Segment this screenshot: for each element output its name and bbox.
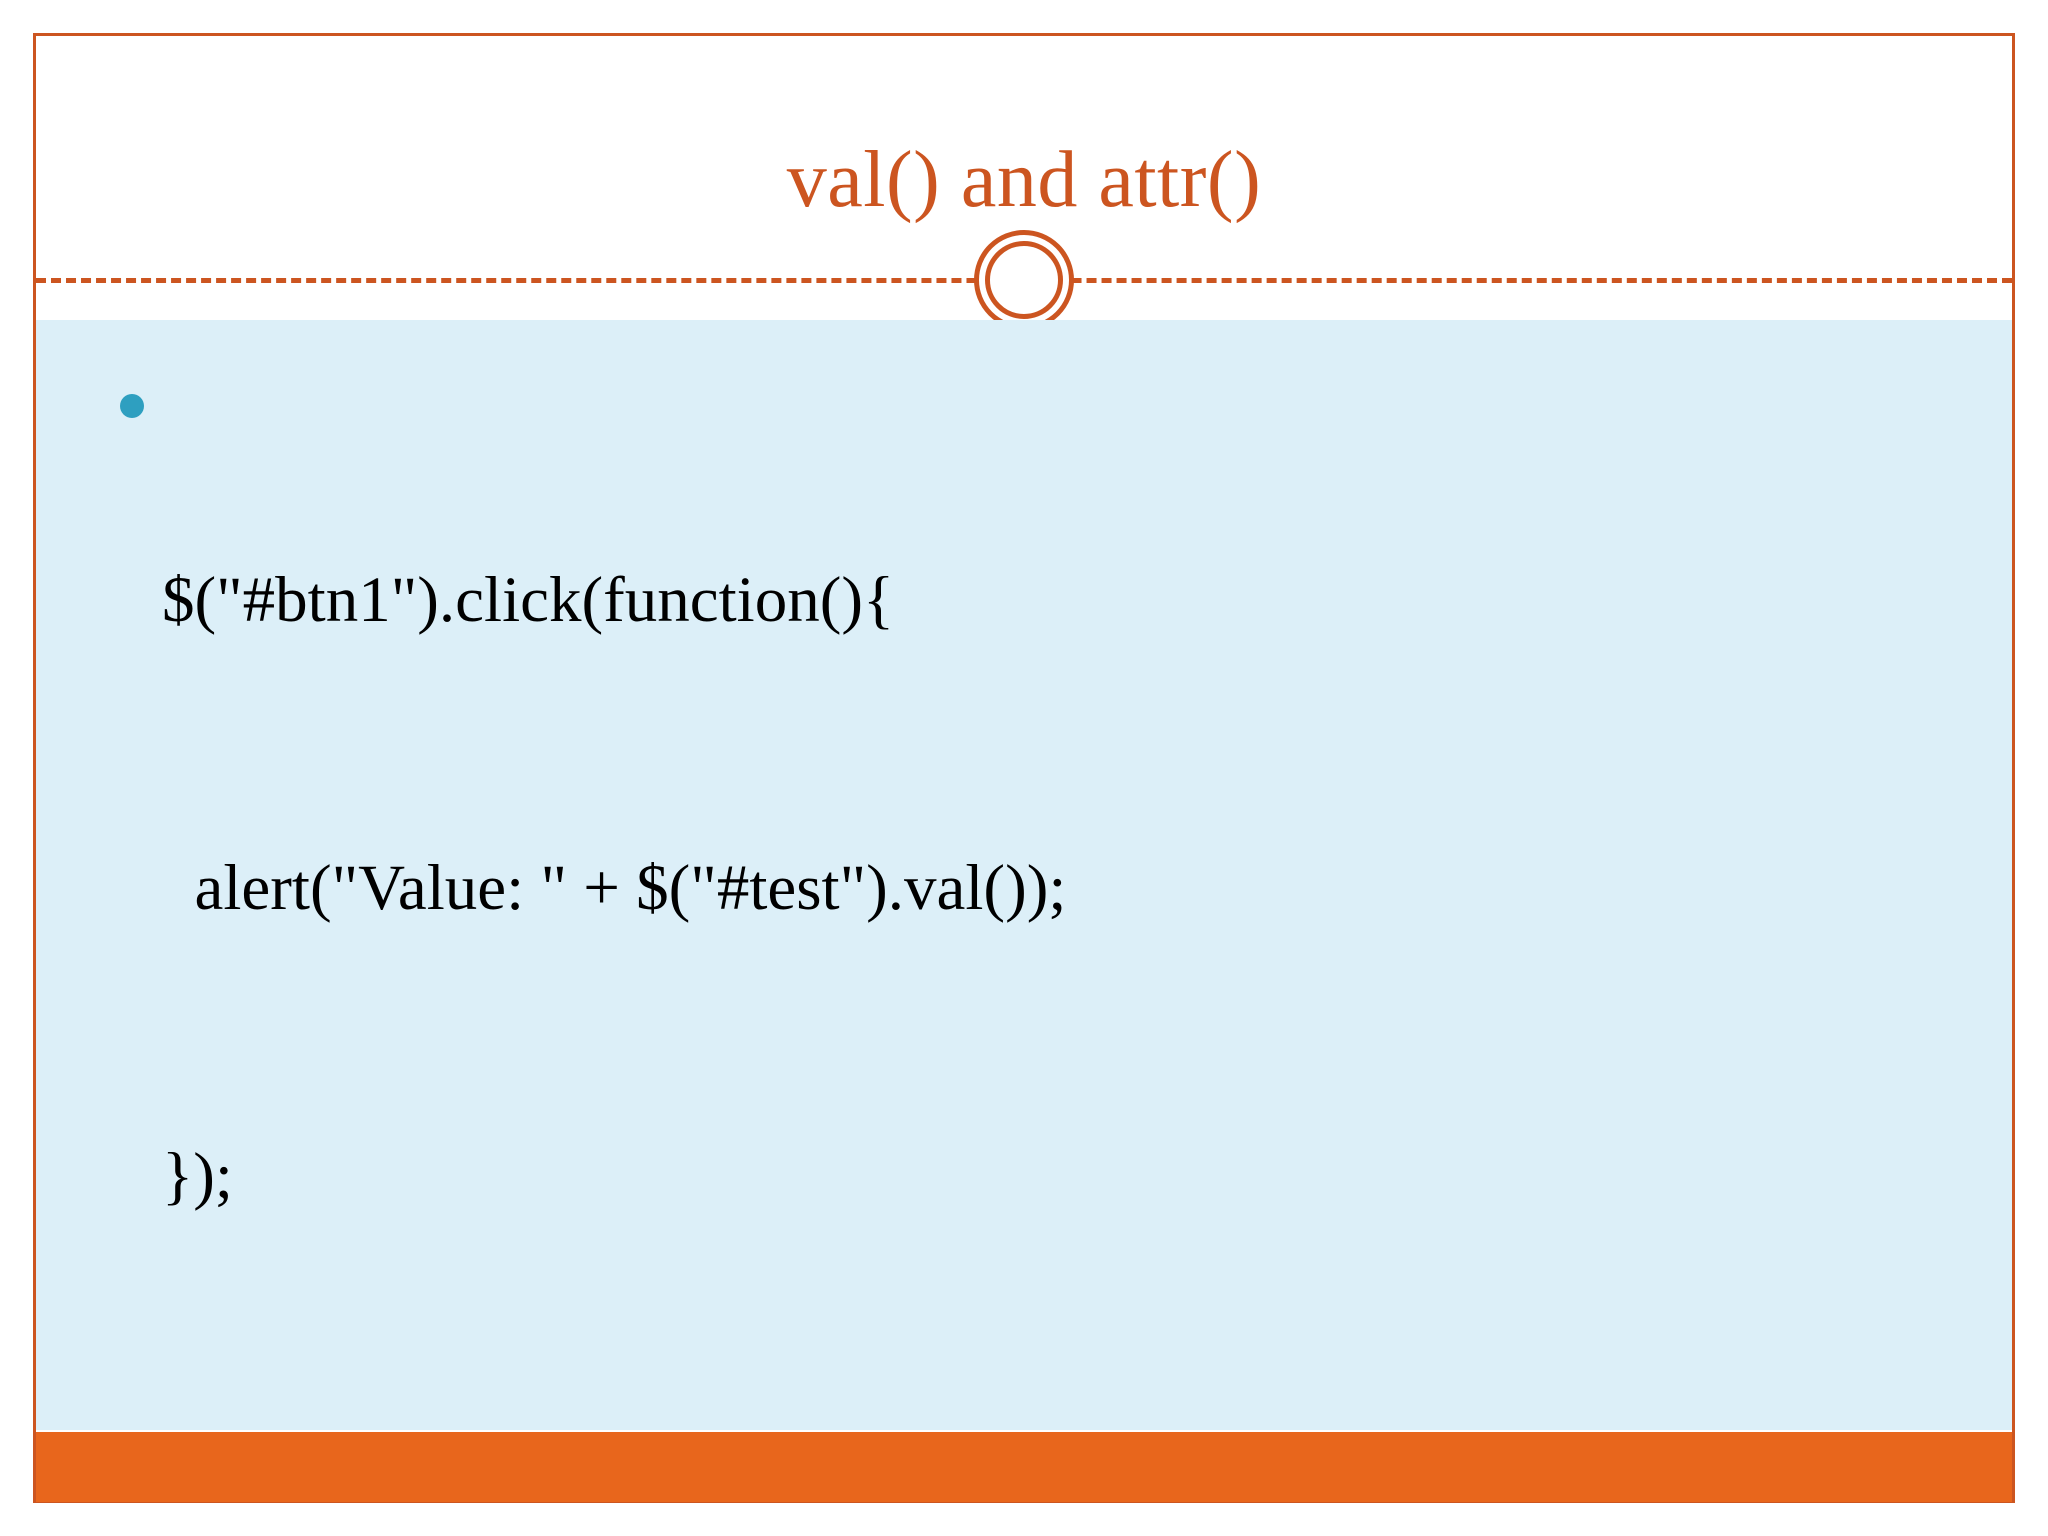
page-title: val() and attr() [786, 136, 1262, 224]
bottom-accent-bar [36, 1432, 2012, 1502]
code-line: alert("Value: " + $("#test").val()); [162, 852, 1067, 924]
bullet-dot-icon [120, 394, 144, 418]
bullet-list: $("#btn1").click(function(){ alert("Valu… [76, 360, 1956, 1430]
code-line: }); [162, 1140, 233, 1212]
slide-content-area: $("#btn1").click(function(){ alert("Valu… [36, 320, 2012, 1430]
list-item: $("#btn1").click(function(){ alert("Valu… [76, 360, 1956, 1416]
code-line: $("#btn1").click(function(){ [162, 564, 895, 636]
ring-inner-icon [985, 241, 1063, 319]
circle-ornament-icon [974, 230, 1074, 330]
